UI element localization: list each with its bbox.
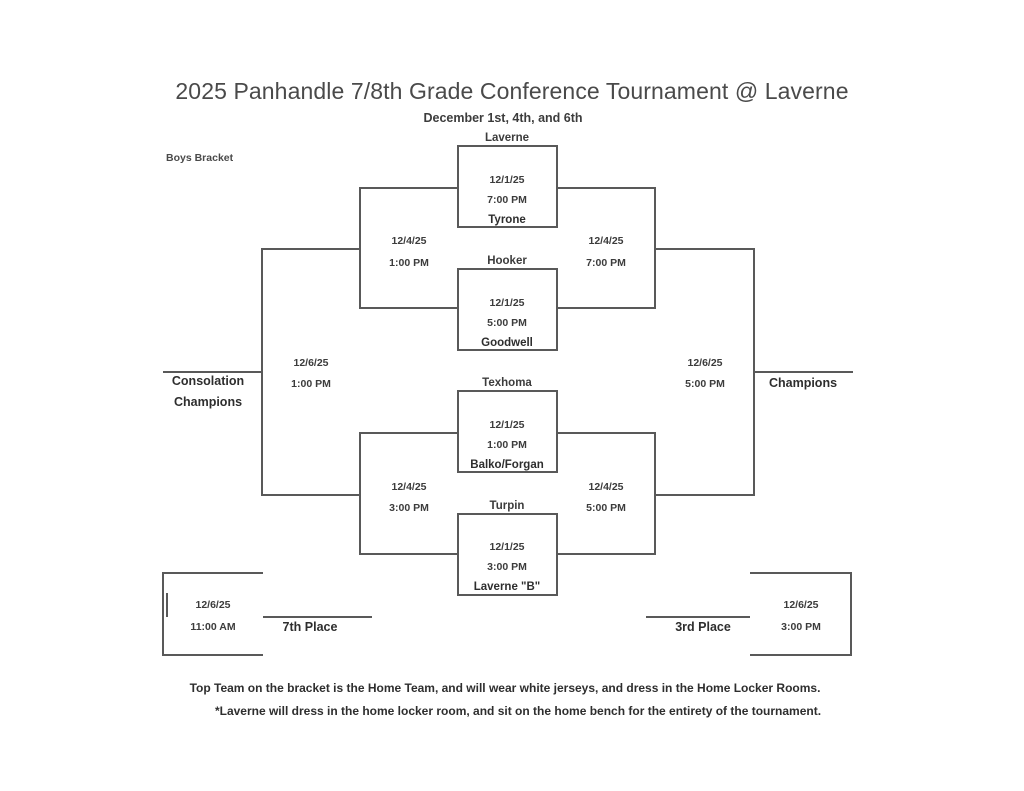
home-team-note: Top Team on the bracket is the Home Team… — [189, 681, 821, 695]
game-qf4-date: 12/1/25 — [489, 541, 525, 553]
seventh-place-box — [162, 572, 263, 656]
consolation-semi-lower-time: 3:00 PM — [389, 502, 429, 514]
consolation-final-bracket — [261, 248, 360, 496]
game-qf1-date: 12/1/25 — [489, 174, 525, 186]
third-place-time: 3:00 PM — [781, 621, 821, 633]
champions-label: Champions — [768, 376, 838, 390]
laverne-locker-room-note: *Laverne will dress in the home locker r… — [214, 704, 822, 718]
game-qf2-date: 12/1/25 — [489, 297, 525, 309]
consolation-semi-upper-time: 1:00 PM — [389, 257, 429, 269]
page-subtitle: December 1st, 4th, and 6th — [423, 111, 583, 125]
third-place-date: 12/6/25 — [783, 599, 819, 611]
seventh-place-time: 11:00 AM — [190, 621, 236, 633]
game-qf3-top-team: Texhoma — [482, 377, 532, 389]
game-qf3-time: 1:00 PM — [487, 439, 527, 451]
championship-semi-upper-bracket — [557, 187, 656, 309]
game-qf1-bottom-team: Tyrone — [488, 214, 526, 226]
game-qf4-top-team: Turpin — [489, 500, 525, 512]
consolation-semi-upper-date: 12/4/25 — [391, 235, 427, 247]
game-qf3-bottom-team: Balko/Forgan — [470, 459, 544, 471]
championship-semi-lower-date: 12/4/25 — [588, 481, 624, 493]
championship-final-bracket — [655, 248, 755, 496]
game-qf2-top-team: Hooker — [487, 255, 527, 267]
game-qf1-top-team: Laverne — [484, 132, 530, 144]
seventh-place-label: 7th Place — [282, 620, 338, 634]
page-title: 2025 Panhandle 7/8th Grade Conference To… — [175, 78, 849, 104]
third-place-label: 3rd Place — [675, 620, 731, 634]
championship-final-date: 12/6/25 — [687, 357, 723, 369]
game-qf2-bottom-team: Goodwell — [481, 337, 533, 349]
consolation-semi-lower-date: 12/4/25 — [391, 481, 427, 493]
game-qf1-time: 7:00 PM — [487, 194, 527, 206]
boys-bracket-label: Boys Bracket — [166, 152, 234, 164]
consolation-champions-label-line1: Consolation — [171, 374, 245, 388]
third-place-box — [750, 572, 852, 656]
consolation-semi-lower-bracket — [359, 432, 458, 555]
consolation-semi-upper-bracket — [359, 187, 458, 309]
championship-final-time: 5:00 PM — [685, 378, 725, 390]
game-qf2-time: 5:00 PM — [487, 317, 527, 329]
consolation-final-date: 12/6/25 — [293, 357, 329, 369]
consolation-final-time: 1:00 PM — [291, 378, 331, 390]
championship-semi-upper-time: 7:00 PM — [586, 257, 626, 269]
championship-semi-lower-bracket — [557, 432, 656, 555]
championship-semi-lower-time: 5:00 PM — [586, 502, 626, 514]
seventh-place-date: 12/6/25 — [195, 599, 231, 611]
championship-semi-upper-date: 12/4/25 — [588, 235, 624, 247]
consolation-champions-label-line2: Champions — [173, 395, 243, 409]
game-qf4-bottom-team: Laverne "B" — [473, 581, 541, 593]
game-qf3-date: 12/1/25 — [489, 419, 525, 431]
game-qf4-time: 3:00 PM — [487, 561, 527, 573]
